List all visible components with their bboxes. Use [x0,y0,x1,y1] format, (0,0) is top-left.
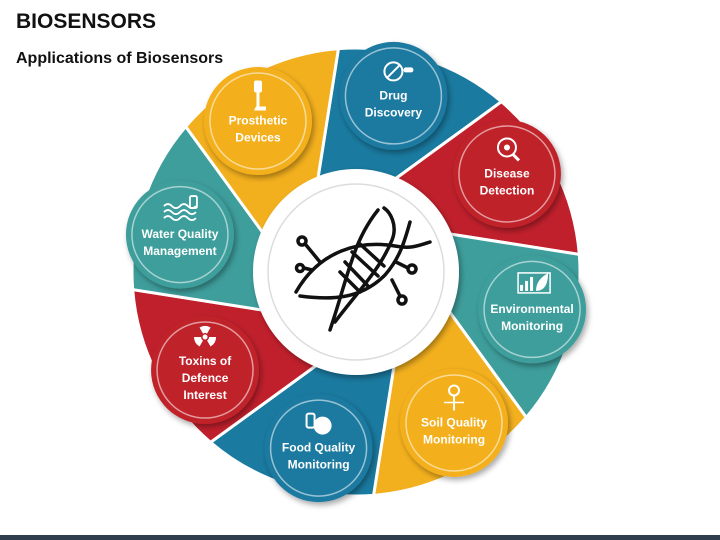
node-prosthetic-label: Devices [235,131,281,145]
node-disease-inner-ring [458,125,556,223]
node-toxins-label: Defence [182,371,229,385]
radiation-icon [194,326,217,347]
node-environment-circle [478,255,587,364]
node-environment-inner-ring [483,260,581,359]
node-water-label: Water Quality [141,227,218,241]
page-title: BIOSENSORS [16,10,157,33]
page-subtitle: Applications of Biosensors [16,50,224,67]
node-toxins-circle [151,316,260,425]
node-soil-circle [400,368,509,477]
node-food-inner-ring [269,399,368,497]
node-soil-label: Monitoring [423,432,485,446]
node-drug-inner-ring [344,47,443,145]
node-disease-label: Disease [484,166,530,180]
pills-icon [383,61,414,82]
node-prosthetic-circle [203,67,312,176]
application-nodes: DrugDiscoveryDiseaseDetectionEnvironment… [125,41,587,503]
node-soil-inner-ring [405,374,503,472]
node-toxins-inner-ring [156,321,254,419]
footer-bar [0,535,720,540]
node-drug-circle [339,41,448,150]
node-water-circle [125,180,234,289]
node-prosthetic-inner-ring [209,72,307,170]
virus-magnifier-icon [496,137,521,162]
node-drug-label: Drug [379,88,407,102]
node-food-label: Monitoring [288,458,350,472]
node-toxins-label: Interest [183,388,226,402]
node-environment-label: Monitoring [501,319,563,333]
soil-probe-icon [444,384,465,411]
leaf-chart-icon [517,272,551,294]
dna-icon [294,206,432,332]
node-drug-label: Discovery [365,105,423,119]
node-environment-label: Environmental [490,302,573,316]
node-prosthetic-label: Prosthetic [229,114,288,128]
node-disease-circle [452,119,561,228]
prosthetic-leg-icon [253,80,266,111]
center-hub [253,169,459,375]
node-food-circle [264,394,373,503]
node-food-label: Food Quality [282,441,356,455]
water-wave-icon [163,195,198,221]
node-water-inner-ring [131,185,229,284]
node-toxins-label: Toxins of [179,354,232,368]
node-soil-label: Soil Quality [421,415,487,429]
node-disease-label: Detection [480,183,535,197]
food-icon [305,412,332,435]
node-water-label: Management [143,244,216,258]
